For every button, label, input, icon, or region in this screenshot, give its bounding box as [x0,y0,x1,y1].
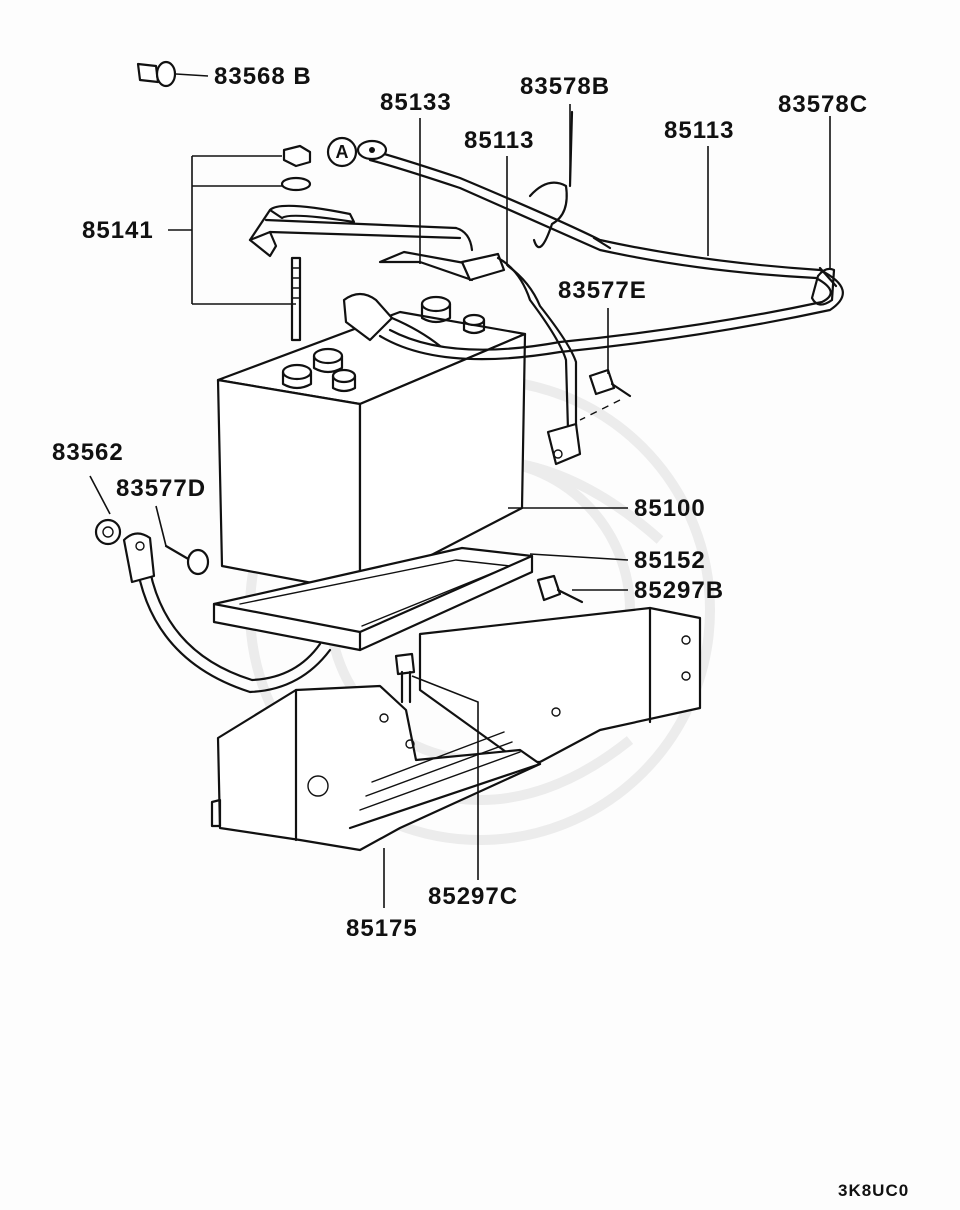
callout-a-letter: A [336,142,349,162]
fusible-link-cable [460,252,582,466]
part-label-83577d: 83577D [116,475,206,502]
bolt-85297C [394,652,416,704]
part-label-85141: 85141 [82,217,154,244]
battery-tray [212,546,534,652]
clip-83568B [136,60,177,88]
part-label-85152: 85152 [634,547,706,574]
part-label-85113-left: 85113 [464,127,534,154]
figure-code: 3K8UC0 [838,1181,909,1200]
bolt-83577D [164,544,210,576]
part-label-85297c: 85297C [428,883,518,910]
battery-support-bracket [418,606,702,764]
battery-holder-clamp [248,144,474,342]
part-label-85100: 85100 [634,495,706,522]
battery-terminal-positive [342,292,442,348]
ground-cable [122,532,332,694]
part-label-83568b: 83568 B [214,63,312,90]
part-label-83562: 83562 [52,439,124,466]
part-label-83578c: 83578C [778,91,868,118]
part-label-83577e: 83577E [558,277,647,304]
cable-clamp-83578C [810,267,836,306]
part-labels: 83568 B 85133 83578B 83578C 85113 85113 … [52,63,868,942]
part-label-85175: 85175 [346,915,418,942]
part-label-85297b: 85297B [634,577,724,604]
leader-lines [89,73,831,908]
battery [216,295,527,594]
bolt-83577E [579,368,632,421]
callout-a: A [326,136,358,168]
part-label-85113-right: 85113 [664,117,734,144]
cable-clamp-83578B [528,110,574,249]
battery-box [210,684,542,852]
part-label-85133: 85133 [380,89,452,116]
washer-83562 [94,518,122,546]
bolt-85297B [536,574,584,604]
part-label-83578b: 83578B [520,73,610,100]
